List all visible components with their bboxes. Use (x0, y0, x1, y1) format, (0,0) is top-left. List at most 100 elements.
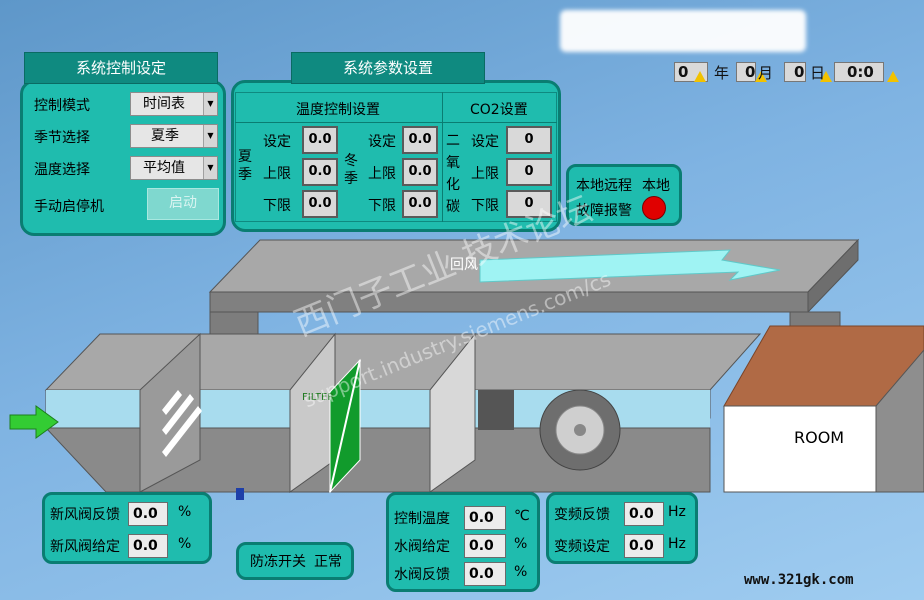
co2-upper-label: 上限 (471, 166, 499, 182)
summer-label: 夏季 (238, 149, 252, 183)
day-value: 0 (784, 62, 806, 82)
water-valve-panel (386, 492, 540, 592)
co2-lower-label: 下限 (471, 198, 499, 214)
vfd-feedback-unit: Hz (668, 504, 686, 520)
winter-upper-label: 上限 (368, 166, 396, 182)
co2-header: CO2设置 (470, 102, 528, 118)
control-temp-label: 控制温度 (394, 511, 450, 527)
water-valve-feedback-unit: % (514, 564, 528, 580)
year-label: 年 (714, 64, 730, 82)
coil-hatch (478, 390, 514, 430)
coil-section (429, 332, 476, 493)
fresh-air-setpoint-label: 新风阀给定 (50, 539, 120, 555)
hvac-diagram (9, 238, 924, 500)
room-label: ROOM (794, 428, 845, 447)
co2-vertical-label: 二氧化碳 (446, 133, 460, 215)
month-label: 月 (758, 64, 774, 82)
return-air-arrow (479, 249, 781, 283)
start-button[interactable]: 启动 (147, 188, 219, 220)
temp-select[interactable]: 平均值 ▼ (130, 156, 218, 180)
season-select[interactable]: 夏季 ▼ (130, 124, 218, 148)
damper-blade (162, 406, 202, 457)
title-redacted-block (560, 10, 806, 52)
vfd-setpoint-label: 变频设定 (554, 539, 610, 555)
vfd-feedback-value: 0.0 (624, 502, 664, 526)
summer-lower-input[interactable]: 0.0 (302, 190, 338, 218)
water-valve-feedback-value: 0.0 (464, 562, 506, 586)
system-control-title: 系统控制设定 (24, 52, 218, 84)
return-duct-side (807, 238, 859, 314)
summer-setpoint-input[interactable]: 0.0 (302, 126, 338, 154)
fault-indicator-light (642, 196, 666, 220)
fresh-air-setpoint-value[interactable]: 0.0 (128, 534, 168, 558)
summer-upper-input[interactable]: 0.0 (302, 158, 338, 186)
fault-alarm-label: 故障报警 (576, 203, 632, 219)
control-mode-select[interactable]: 时间表 ▼ (130, 92, 218, 116)
param-grid-header-divider (235, 122, 557, 123)
temp-control-header: 温度控制设置 (296, 102, 380, 118)
param-grid-outline (235, 92, 557, 222)
fresh-air-damper-frame (139, 332, 201, 493)
local-remote-value: 本地 (642, 178, 670, 194)
winter-setpoint-label: 设定 (368, 134, 396, 150)
chevron-down-icon: ▼ (203, 93, 217, 115)
season-select-label: 季节选择 (34, 130, 90, 146)
control-temp-unit: ℃ (514, 508, 530, 524)
site-watermark: www.321gk.com (744, 572, 854, 588)
winter-lower-label: 下限 (368, 198, 396, 214)
vfd-feedback-label: 变频反馈 (554, 507, 610, 523)
temp-select-label: 温度选择 (34, 162, 90, 178)
co2-setpoint-label: 设定 (471, 134, 499, 150)
manual-start-stop-label: 手动启停机 (34, 199, 104, 215)
year-warning-icon (694, 71, 706, 82)
vfd-setpoint-unit: Hz (668, 536, 686, 552)
water-valve-feedback-label: 水阀反馈 (394, 567, 450, 583)
control-temp-value: 0.0 (464, 506, 506, 530)
summer-lower-label: 下限 (263, 198, 291, 214)
summer-upper-label: 上限 (263, 166, 291, 182)
vfd-panel (546, 492, 698, 564)
summer-setpoint-label: 设定 (263, 134, 291, 150)
month-value: 0 (736, 62, 756, 82)
antifreeze-panel (236, 542, 354, 580)
room-front (723, 405, 877, 493)
datetime-readout: 0 年 0 月 0 日 0:0 (674, 60, 900, 84)
return-air-label: 回风 (450, 257, 478, 273)
fresh-air-valve-panel (42, 492, 212, 564)
co2-lower-input[interactable]: 0 (506, 190, 552, 218)
co2-setpoint-input[interactable]: 0 (506, 126, 552, 154)
temp-select-value: 平均值 (143, 160, 185, 176)
water-valve-setpoint-label: 水阀给定 (394, 539, 450, 555)
damper-blade (162, 394, 194, 435)
fresh-air-arrow (9, 405, 59, 439)
fresh-air-setpoint-unit: % (178, 536, 192, 552)
fresh-air-feedback-value: 0.0 (128, 502, 168, 526)
vfd-setpoint-value[interactable]: 0.0 (624, 534, 664, 558)
winter-setpoint-input[interactable]: 0.0 (402, 126, 438, 154)
winter-lower-input[interactable]: 0.0 (402, 190, 438, 218)
param-grid-co2-divider (442, 92, 443, 222)
antifreeze-label: 防冻开关 (250, 554, 306, 570)
co2-upper-input[interactable]: 0 (506, 158, 552, 186)
system-param-title: 系统参数设置 (291, 52, 485, 84)
winter-upper-input[interactable]: 0.0 (402, 158, 438, 186)
time-warning-icon (887, 71, 900, 82)
time-value: 0:0 (834, 62, 884, 82)
control-mode-value: 时间表 (143, 96, 185, 112)
water-valve-setpoint-value[interactable]: 0.0 (464, 534, 506, 558)
season-select-value: 夏季 (151, 128, 179, 144)
local-remote-label: 本地远程 (576, 178, 632, 194)
day-label: 日 (810, 64, 826, 82)
winter-label: 冬季 (344, 153, 358, 187)
control-mode-label: 控制模式 (34, 98, 90, 114)
fresh-air-feedback-label: 新风阀反馈 (50, 507, 120, 523)
room-side (875, 349, 924, 493)
antifreeze-status: 正常 (314, 554, 342, 570)
fresh-air-feedback-unit: % (178, 504, 192, 520)
chevron-down-icon: ▼ (203, 157, 217, 179)
month-warning-icon (754, 71, 767, 82)
day-warning-icon (819, 71, 832, 82)
chevron-down-icon: ▼ (203, 125, 217, 147)
water-valve-setpoint-unit: % (514, 536, 528, 552)
damper-blade (162, 390, 182, 415)
